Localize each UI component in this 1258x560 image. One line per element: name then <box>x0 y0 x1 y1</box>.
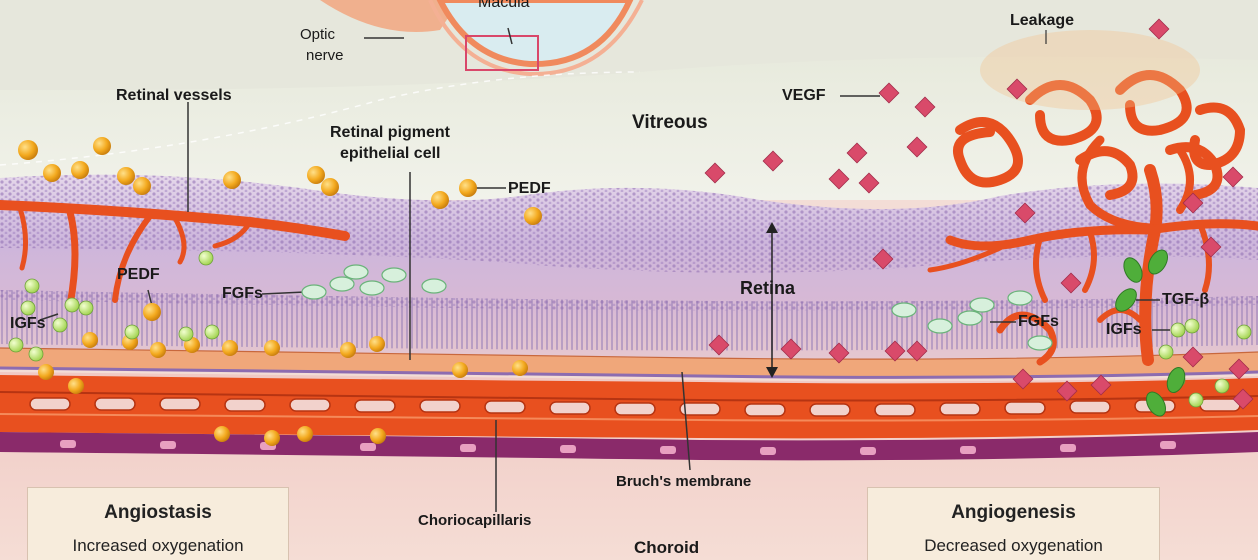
vitreous-label: Vitreous <box>632 112 708 134</box>
igfs-label-right: IGFs <box>1106 321 1142 339</box>
macula-label: Macula <box>478 0 530 12</box>
retinal-vessels-label: Retinal vessels <box>116 87 232 105</box>
angiogenesis-panel: Angiogenesis Decreased oxygenation <box>867 487 1160 560</box>
choroid-label: Choroid <box>634 538 699 558</box>
rpe-label-line2: epithelial cell <box>340 145 440 163</box>
tgf-beta-label: TGF-β <box>1162 291 1209 309</box>
fgfs-label-right: FGFs <box>1018 313 1059 331</box>
bruchs-membrane-label: Bruch's membrane <box>616 473 751 490</box>
angiogenesis-title: Angiogenesis <box>868 502 1159 524</box>
pedf-label-top: PEDF <box>508 180 551 198</box>
retina-label: Retina <box>740 278 795 299</box>
angiogenesis-subtitle: Decreased oxygenation <box>868 536 1159 556</box>
igfs-label-left: IGFs <box>10 315 46 333</box>
optic-nerve-label-line2: nerve <box>306 47 344 64</box>
choriocapillaris-label: Choriocapillaris <box>418 512 531 529</box>
pedf-label-left: PEDF <box>117 266 160 284</box>
vegf-label: VEGF <box>782 87 826 105</box>
leakage-label: Leakage <box>1010 12 1074 30</box>
fgfs-label-left: FGFs <box>222 285 263 303</box>
optic-nerve-label-line1: Optic <box>300 26 335 43</box>
rpe-label-line1: Retinal pigment <box>330 124 450 142</box>
angiostasis-title: Angiostasis <box>28 502 288 524</box>
angiostasis-subtitle: Increased oxygenation <box>28 536 288 556</box>
angiostasis-panel: Angiostasis Increased oxygenation <box>27 487 289 560</box>
